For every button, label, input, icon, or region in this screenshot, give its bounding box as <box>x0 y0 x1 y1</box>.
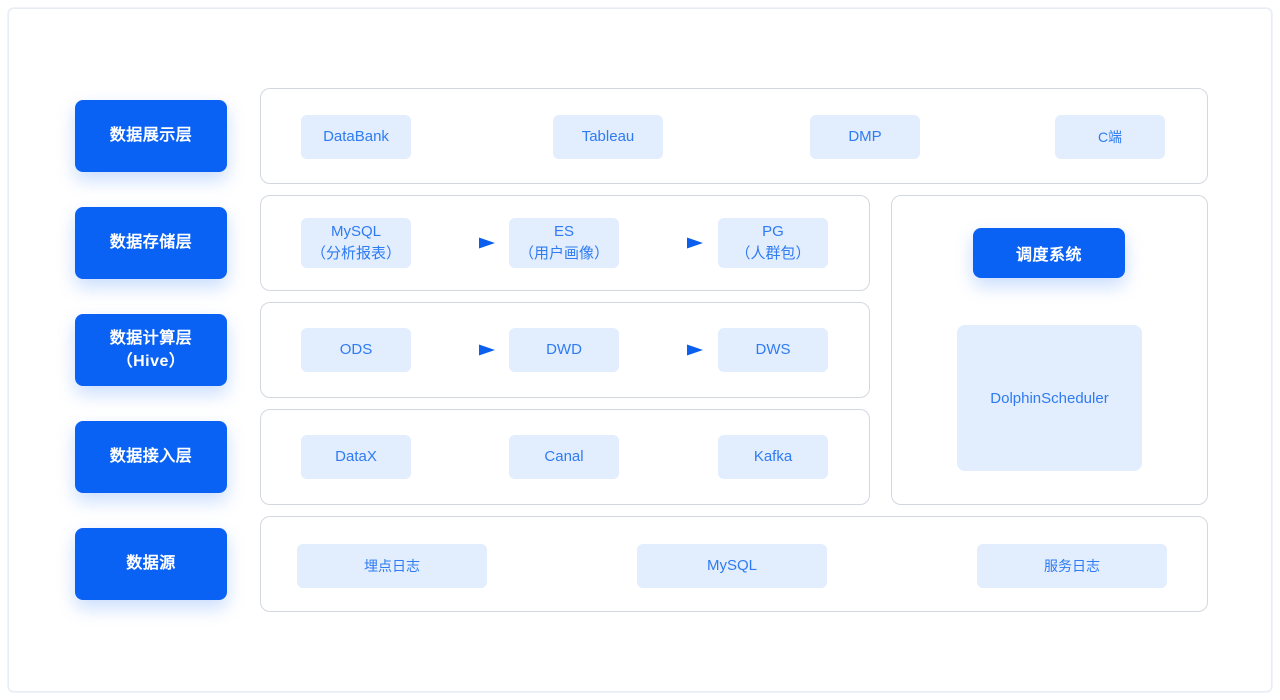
chip-label: Tableau <box>581 127 635 145</box>
chip-sublabel: （用户画像） <box>518 245 609 262</box>
chip-kafka[interactable]: Kafka <box>718 435 828 479</box>
scheduler-title-button[interactable]: 调度系统 <box>973 228 1125 278</box>
chip-dmp[interactable]: DMP <box>810 115 920 159</box>
arrow-dwd-to-dws <box>633 343 705 357</box>
chip-databank[interactable]: DataBank <box>301 115 411 159</box>
layer-label-compute-engine: （Hive） <box>116 353 186 370</box>
chip-source-mysql[interactable]: MySQL <box>637 544 827 588</box>
chip-label: DolphinScheduler <box>990 389 1109 407</box>
chip-dws[interactable]: DWS <box>718 328 828 372</box>
row-container-presentation <box>260 88 1208 184</box>
chip-label: Canal <box>544 447 584 465</box>
arrow-ods-to-dwd <box>425 343 497 357</box>
layer-button-source[interactable]: 数据源 <box>75 528 227 600</box>
chip-tableau[interactable]: Tableau <box>553 115 663 159</box>
chip-datax[interactable]: DataX <box>301 435 411 479</box>
chip-label: DWD <box>546 340 582 358</box>
chip-service-log[interactable]: 服务日志 <box>977 544 1167 588</box>
chip-label: ES <box>553 222 574 240</box>
layer-label-presentation: 数据展示层 <box>109 127 193 145</box>
layer-label-source: 数据源 <box>126 555 176 573</box>
chip-pg-crowd[interactable]: PG （人群包） <box>718 218 828 268</box>
chip-label: ODS <box>339 340 373 358</box>
chip-label: MySQL <box>330 222 381 240</box>
chip-c-end[interactable]: C端 <box>1055 115 1165 159</box>
chip-label: 埋点日志 <box>364 557 420 574</box>
chip-sublabel: （分析报表） <box>310 245 401 262</box>
chip-label: DataX <box>335 447 377 465</box>
chip-ods[interactable]: ODS <box>301 328 411 372</box>
scheduler-title-label: 调度系统 <box>1015 247 1082 264</box>
chip-mysql-report[interactable]: MySQL （分析报表） <box>301 218 411 268</box>
chip-canal[interactable]: Canal <box>509 435 619 479</box>
layer-label-compute: 数据计算层 <box>109 329 193 347</box>
chip-label: DWS <box>755 340 791 358</box>
layer-button-compute[interactable]: 数据计算层 （Hive） <box>75 314 227 386</box>
layer-button-ingest[interactable]: 数据接入层 <box>75 421 227 493</box>
chip-label: Kafka <box>753 447 793 465</box>
layer-label-ingest: 数据接入层 <box>109 448 193 466</box>
chip-tracking-log[interactable]: 埋点日志 <box>297 544 487 588</box>
chip-label: C端 <box>1097 128 1123 145</box>
layer-button-presentation[interactable]: 数据展示层 <box>75 100 227 172</box>
chip-dwd[interactable]: DWD <box>509 328 619 372</box>
chip-label: MySQL <box>706 556 757 574</box>
chip-label: DataBank <box>323 127 389 145</box>
layer-label-storage: 数据存储层 <box>109 234 193 252</box>
chip-dolphinscheduler[interactable]: DolphinScheduler <box>957 325 1142 471</box>
chip-es-profile[interactable]: ES （用户画像） <box>509 218 619 268</box>
layer-button-storage[interactable]: 数据存储层 <box>75 207 227 279</box>
arrow-es-to-pg <box>633 236 705 250</box>
chip-label: 服务日志 <box>1044 557 1100 574</box>
chip-label: DMP <box>848 127 882 145</box>
chip-label: PG <box>762 222 784 240</box>
chip-sublabel: （人群包） <box>735 245 811 262</box>
arrow-mysql-to-es <box>425 236 497 250</box>
